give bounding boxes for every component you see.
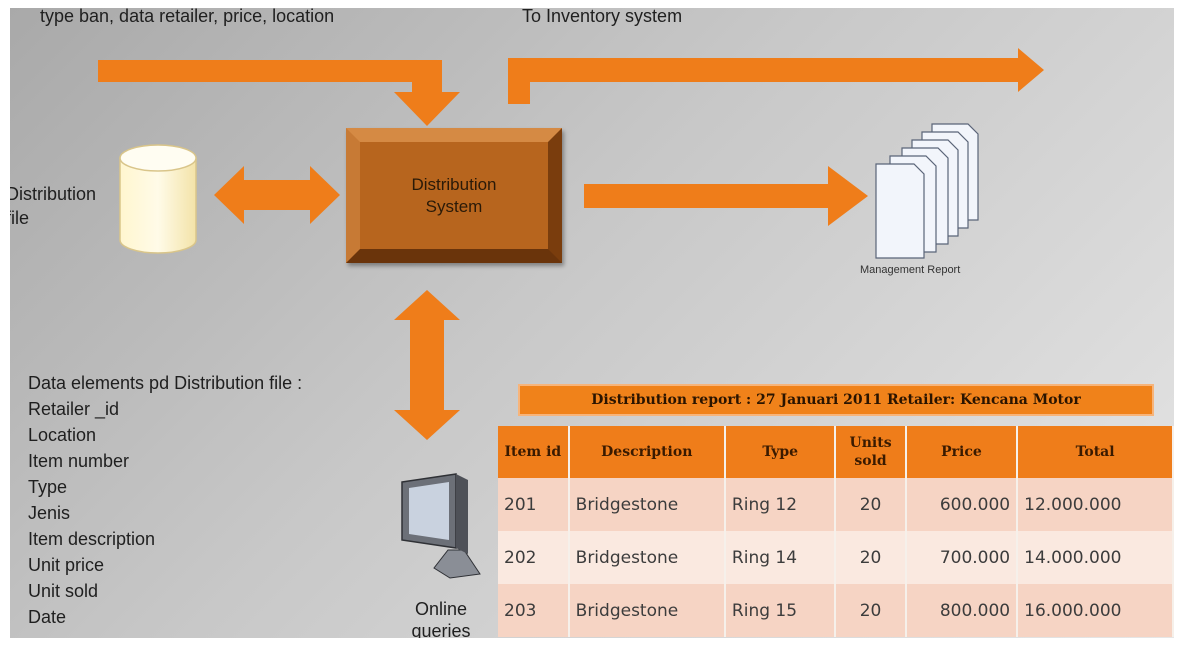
- cell-type: Ring 14: [725, 531, 837, 584]
- inventory-label: To Inventory system: [522, 8, 683, 26]
- table-header-row: Item id Description Type Units sold Pric…: [498, 426, 1174, 478]
- header-total: Total: [1018, 426, 1174, 478]
- input-arrow: [98, 60, 460, 126]
- distribution-file-label: Distribution file: [10, 184, 97, 228]
- inputs-label: type ban, data retailer, price, location: [40, 8, 335, 26]
- data-elements-list: Data elements pd Distribution file : Ret…: [28, 370, 302, 630]
- cell-total: 12.000.000: [1018, 478, 1174, 531]
- data-element-item: Item number: [28, 451, 130, 471]
- data-element-item: Retailer _id: [28, 399, 120, 419]
- cell-price: 700.000: [906, 531, 1019, 584]
- report-arrow: [584, 166, 868, 226]
- online-queries-label: Online queries: [411, 599, 471, 638]
- management-report-label: Management Report: [860, 264, 961, 276]
- cell-total: 14.000.000: [1018, 531, 1174, 584]
- diagram-canvas: type ban, data retailer, price, location…: [10, 8, 1174, 638]
- table-row: 201 Bridgestone Ring 12 20 600.000 12.00…: [498, 478, 1174, 531]
- data-element-item: Date: [28, 607, 67, 627]
- cell-units: 20: [836, 478, 907, 531]
- cell-units: 20: [836, 531, 907, 584]
- header-type: Type: [725, 426, 837, 478]
- cell-item-id: 202: [498, 531, 570, 584]
- data-element-item: Location: [28, 425, 97, 445]
- cell-type: Ring 12: [725, 478, 837, 531]
- report-title: Distribution report : 27 Januari 2011 Re…: [518, 384, 1154, 416]
- distribution-system-box: Distribution System: [346, 128, 562, 263]
- data-element-item: Jenis: [28, 503, 71, 523]
- distribution-report-table: Item id Description Type Units sold Pric…: [498, 426, 1174, 637]
- report-stack-icon: [875, 123, 979, 259]
- data-element-item: Type: [28, 477, 68, 497]
- data-elements-title: Data elements pd Distribution file :: [28, 373, 303, 393]
- flow-arrows: [98, 48, 1044, 579]
- cell-description: Bridgestone: [569, 478, 726, 531]
- table-row: 203 Bridgestone Ring 15 20 800.000 16.00…: [498, 584, 1174, 637]
- query-arrow: [394, 290, 460, 440]
- cell-price: 800.000: [906, 584, 1019, 637]
- system-label: Distribution System: [411, 174, 497, 216]
- cell-units: 20: [836, 584, 907, 637]
- cell-item-id: 201: [498, 478, 570, 531]
- cell-description: Bridgestone: [569, 531, 726, 584]
- data-element-item: Unit price: [28, 555, 105, 575]
- header-item-id: Item id: [498, 426, 570, 478]
- database-cylinder-icon: [119, 144, 197, 254]
- header-price: Price: [906, 426, 1019, 478]
- cell-item-id: 203: [498, 584, 570, 637]
- header-description: Description: [569, 426, 726, 478]
- header-units-sold: Units sold: [836, 426, 907, 478]
- monitor-icon: [401, 473, 481, 579]
- data-element-item: Item description: [28, 529, 156, 549]
- cell-price: 600.000: [906, 478, 1019, 531]
- inventory-arrow: [508, 48, 1044, 104]
- cell-total: 16.000.000: [1018, 584, 1174, 637]
- data-element-item: Unit sold: [28, 581, 99, 601]
- cell-description: Bridgestone: [569, 584, 726, 637]
- file-system-arrow: [214, 166, 340, 224]
- cell-type: Ring 15: [725, 584, 837, 637]
- table-row: 202 Bridgestone Ring 14 20 700.000 14.00…: [498, 531, 1174, 584]
